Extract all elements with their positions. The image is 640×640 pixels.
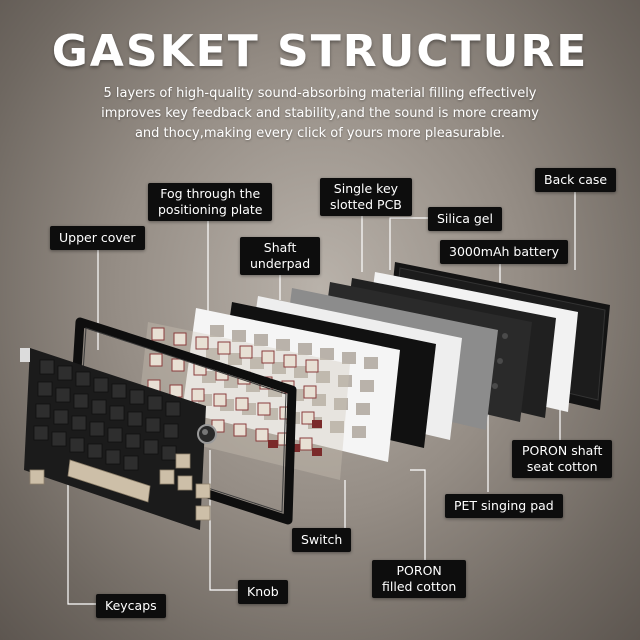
- label-switch: Switch: [292, 528, 352, 552]
- label-fog-plate: Fog through the positioning plate: [148, 183, 273, 221]
- label-keycaps: Keycaps: [96, 594, 166, 618]
- label-pet-pad: PET singing pad: [445, 494, 563, 518]
- keycaps-layer: [20, 348, 211, 530]
- knob: [197, 424, 217, 444]
- label-silica-gel: Silica gel: [428, 207, 502, 231]
- label-back-case: Back case: [535, 168, 617, 192]
- label-shaft-underpad: Shaft underpad: [240, 237, 321, 275]
- label-upper-cover: Upper cover: [50, 226, 145, 250]
- page-title: GASKET STRUCTURE: [51, 26, 589, 77]
- label-battery: 3000mAh battery: [440, 240, 569, 264]
- label-poron-shaft-seat: PORON shaft seat cotton: [512, 440, 613, 478]
- label-poron-filled-cotton: PORON filled cotton: [372, 560, 467, 598]
- page-subtitle: 5 layers of high-quality sound-absorbing…: [101, 86, 539, 141]
- label-single-key-pcb: Single key slotted PCB: [320, 178, 412, 216]
- label-knob: Knob: [238, 580, 288, 604]
